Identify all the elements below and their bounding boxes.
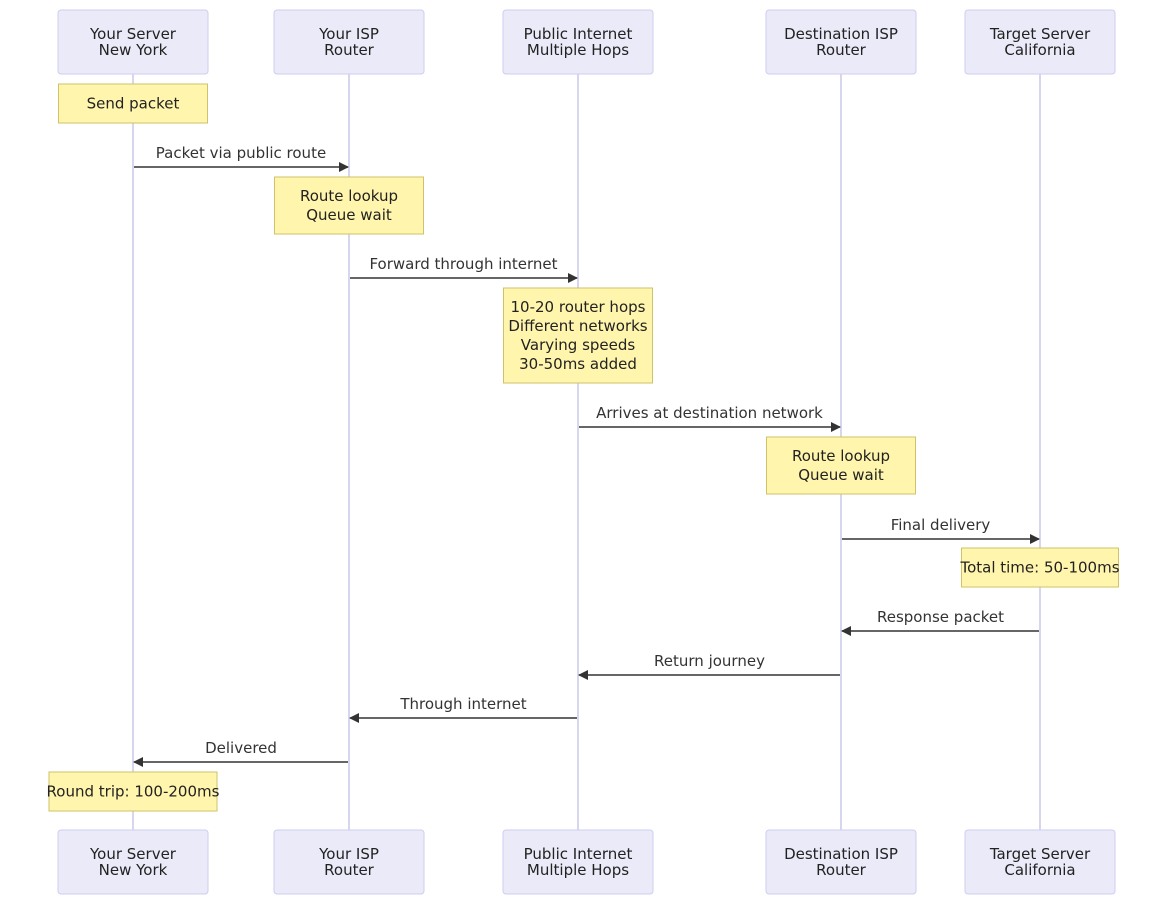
participant-box bbox=[502, 9, 654, 75]
note-box bbox=[961, 547, 1119, 588]
note-text: Route lookup bbox=[300, 187, 398, 205]
participant-label: Router bbox=[324, 861, 375, 879]
note-text: Round trip: 100-200ms bbox=[47, 783, 220, 801]
note-text: Queue wait bbox=[798, 466, 884, 484]
participant-label: Public Internet bbox=[524, 845, 633, 863]
participant-box bbox=[502, 829, 654, 895]
note-box bbox=[48, 771, 218, 812]
participant-box bbox=[57, 829, 209, 895]
message-7: Delivered bbox=[133, 739, 348, 767]
participant-box bbox=[273, 9, 425, 75]
note-box bbox=[58, 83, 208, 124]
message-3: Final delivery bbox=[842, 516, 1040, 544]
note-text: Route lookup bbox=[792, 447, 890, 465]
message-label: Return journey bbox=[654, 652, 765, 670]
message-2: Arrives at destination network bbox=[579, 404, 841, 432]
message-label: Final delivery bbox=[891, 516, 991, 534]
message-6: Through internet bbox=[349, 695, 577, 723]
participant-box bbox=[57, 9, 209, 75]
participant-label: Target Server bbox=[989, 25, 1091, 43]
message-0: Packet via public route bbox=[134, 144, 349, 172]
participant-label: Public Internet bbox=[524, 25, 633, 43]
message-1: Forward through internet bbox=[350, 255, 578, 283]
note-4: Total time: 50-100ms bbox=[959, 547, 1120, 588]
note-text: Different networks bbox=[508, 317, 647, 335]
participant-label: New York bbox=[99, 861, 168, 879]
note-5: Round trip: 100-200ms bbox=[47, 771, 220, 812]
message-label: Arrives at destination network bbox=[596, 404, 823, 422]
participant-label: Multiple Hops bbox=[527, 861, 629, 879]
participant-box bbox=[273, 829, 425, 895]
participant-label: Router bbox=[816, 41, 867, 59]
note-box bbox=[503, 287, 653, 384]
participant-label: Router bbox=[324, 41, 375, 59]
participant-label: California bbox=[1004, 861, 1075, 879]
message-label: Forward through internet bbox=[369, 255, 557, 273]
message-label: Response packet bbox=[877, 608, 1004, 626]
note-box bbox=[274, 176, 424, 235]
message-label: Through internet bbox=[399, 695, 526, 713]
note-text: Total time: 50-100ms bbox=[959, 559, 1119, 577]
participant-label: Your Server bbox=[89, 845, 177, 863]
participant-label: Your ISP bbox=[318, 845, 379, 863]
participant-box bbox=[765, 829, 917, 895]
participant-label: California bbox=[1004, 41, 1075, 59]
participant-label: Multiple Hops bbox=[527, 41, 629, 59]
participant-label: Target Server bbox=[989, 845, 1091, 863]
participant-label: Router bbox=[816, 861, 867, 879]
participant-label: Destination ISP bbox=[784, 25, 898, 43]
participant-label: New York bbox=[99, 41, 168, 59]
message-label: Packet via public route bbox=[156, 144, 326, 162]
participant-label: Your ISP bbox=[318, 25, 379, 43]
message-label: Delivered bbox=[205, 739, 277, 757]
participant-label: Destination ISP bbox=[784, 845, 898, 863]
note-text: 10-20 router hops bbox=[511, 298, 646, 316]
message-4: Response packet bbox=[841, 608, 1039, 636]
participant-label: Your Server bbox=[89, 25, 177, 43]
message-5: Return journey bbox=[578, 652, 840, 680]
participant-box bbox=[765, 9, 917, 75]
note-text: Send packet bbox=[87, 95, 180, 113]
participant-box bbox=[964, 829, 1116, 895]
note-text: Varying speeds bbox=[521, 336, 636, 354]
note-text: 30-50ms added bbox=[519, 355, 637, 373]
note-0: Send packet bbox=[58, 83, 208, 124]
note-text: Queue wait bbox=[306, 206, 392, 224]
note-box bbox=[766, 436, 916, 495]
participant-box bbox=[964, 9, 1116, 75]
